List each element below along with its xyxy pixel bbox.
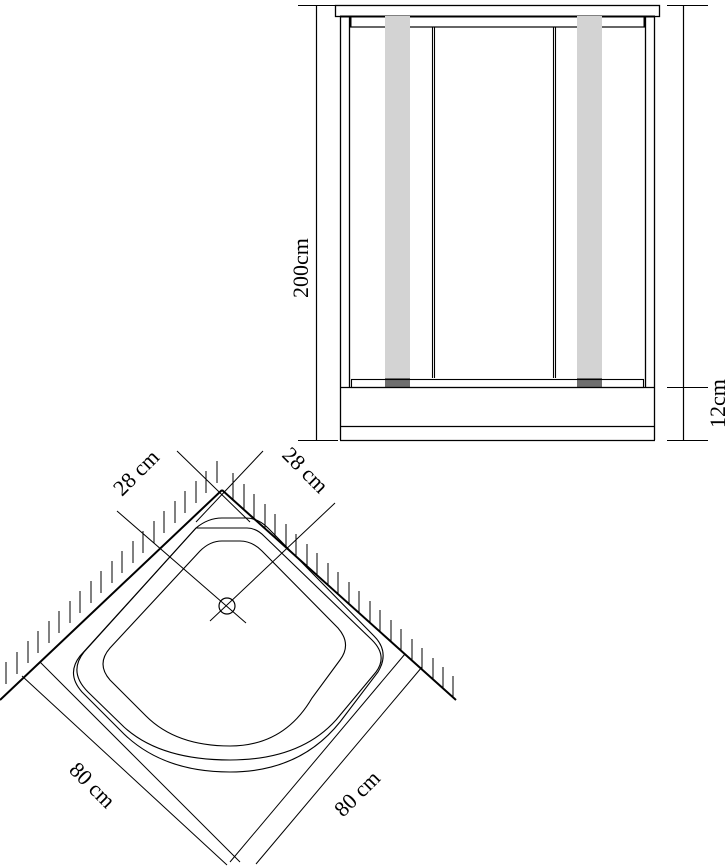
drain-axis-right [209,502,336,622]
top-cap [334,4,661,18]
plan-view: 28 cm 28 cm 80 cm 80 cm [0,442,457,866]
drain-axis-left [116,510,247,624]
handle-cap-right [577,378,602,387]
front-elevation: 200cm 12cm [288,4,728,442]
tray-rim-outer-2 [72,517,384,773]
tray-edge-left [39,661,241,863]
base-height-label: 12cm [705,379,728,428]
drain-offset-left-label: 28 cm [108,444,164,500]
drain-icon [218,597,236,615]
handle-bar-left [385,16,410,378]
side-dimension-left [21,675,228,866]
side-dimension-right [255,666,423,865]
height-label: 200cm [288,238,313,298]
drain-offset-right-label: 28 cm [277,442,333,498]
wall-left [0,489,223,701]
wall-hatching-left [5,461,218,684]
tray-basin-inner [102,540,347,747]
wall-hatching-right [232,473,454,698]
wall-right [221,489,457,701]
side-left-label: 80 cm [64,757,120,813]
handle-cap-left [385,378,410,387]
tray-rim-outer [76,527,382,761]
side-right-label: 80 cm [329,765,385,821]
handle-bar-right [577,16,602,378]
tray-edge-right [229,653,406,863]
